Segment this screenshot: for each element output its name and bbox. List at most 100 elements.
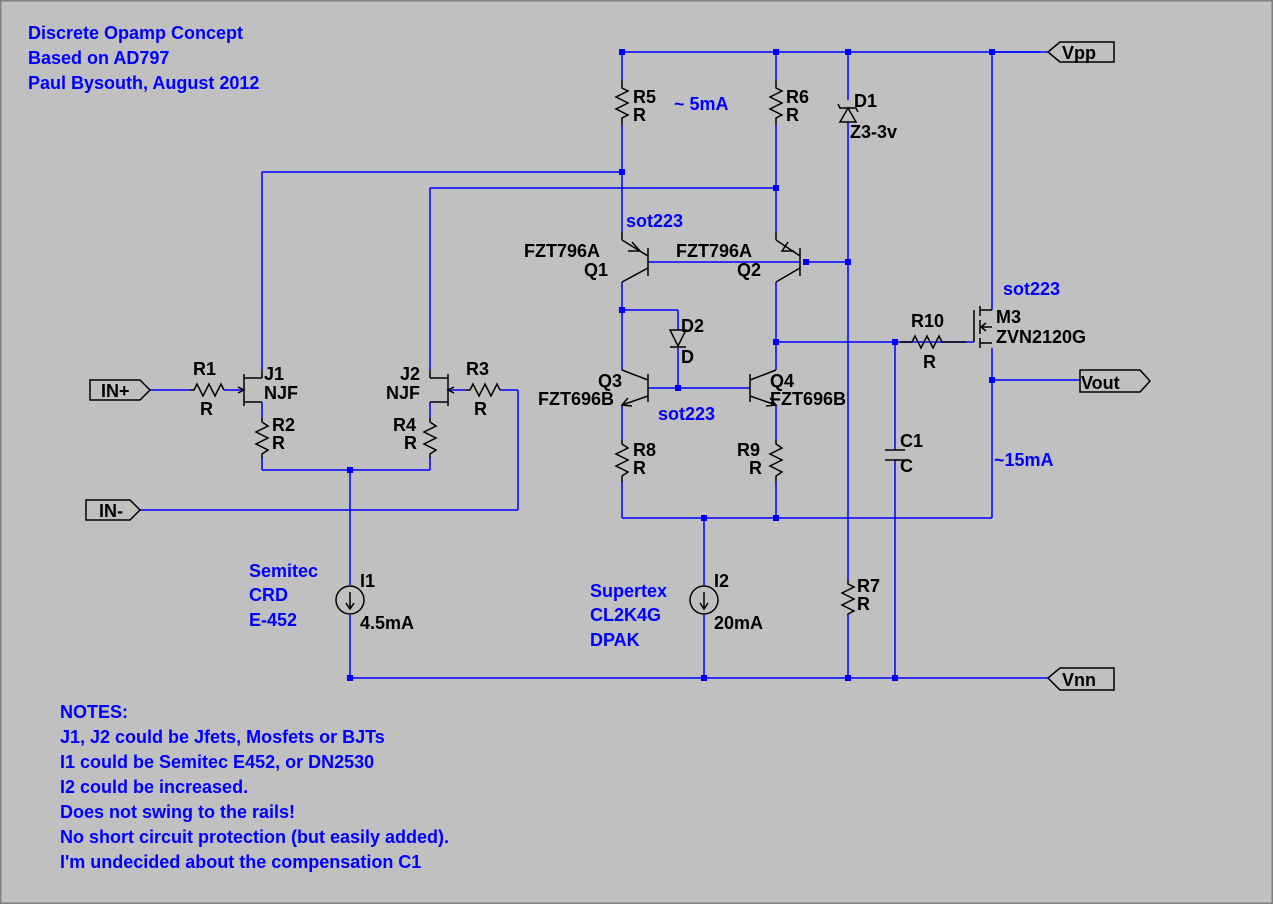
note-line: No short circuit protection (but easily …	[60, 827, 449, 847]
r6-name: R6	[786, 87, 809, 107]
i2-current-source-symbol	[689, 585, 719, 615]
junction-dots	[347, 49, 995, 681]
r10-resistor-symbol	[900, 334, 966, 350]
vpp-port: Vpp	[1046, 41, 1115, 63]
r2-name: R2	[272, 415, 295, 435]
d1-name: D1	[854, 91, 877, 111]
m3-name: M3	[996, 307, 1021, 327]
r4-name: R4	[393, 415, 416, 435]
r8-resistor-symbol	[614, 440, 630, 482]
note-line: I'm undecided about the compensation C1	[60, 852, 421, 872]
i1-note-line-1: Semitec	[249, 561, 318, 581]
q2-name: Q2	[737, 260, 761, 280]
d2-value: D	[681, 347, 694, 367]
vnn-label: Vnn	[1062, 670, 1096, 690]
r1-value: R	[200, 399, 213, 419]
q1-name: Q1	[584, 260, 608, 280]
q2-value: FZT796A	[676, 241, 752, 261]
j2-value: NJF	[386, 383, 420, 403]
r9-name: R9	[737, 440, 760, 460]
in-plus-label: IN+	[101, 381, 130, 401]
q4-transistor-symbol	[749, 369, 778, 407]
r3-name: R3	[466, 359, 489, 379]
i1-value: 4.5mA	[360, 613, 414, 633]
r4-resistor-symbol	[422, 418, 438, 458]
i1-name: I1	[360, 571, 375, 591]
r1-resistor-symbol	[190, 382, 225, 398]
i2-note-line-2: CL2K4G	[590, 605, 661, 625]
j1-value: NJF	[264, 383, 298, 403]
title-line-2: Based on AD797	[28, 48, 169, 68]
r7-value: R	[857, 594, 870, 614]
vnn-port: Vnn	[1046, 667, 1115, 691]
i1-note-line-3: E-452	[249, 610, 297, 630]
j2-name: J2	[400, 364, 420, 384]
r9-resistor-symbol	[768, 440, 784, 482]
d1-value: Z3-3v	[850, 122, 897, 142]
vout-port: Vout	[1079, 369, 1152, 393]
q1-transistor-symbol	[621, 232, 649, 283]
note-line: J1, J2 could be Jfets, Mosfets or BJTs	[60, 727, 385, 747]
q3-value: FZT696B	[538, 389, 614, 409]
component-symbols	[190, 80, 992, 615]
title-line-3: Paul Bysouth, August 2012	[28, 73, 259, 93]
in-minus-label: IN-	[99, 501, 123, 521]
r9-value: R	[749, 458, 762, 478]
r5-current-annotation: ~ 5mA	[674, 94, 729, 114]
d2-name: D2	[681, 316, 704, 336]
m3-mosfet-symbol	[973, 306, 992, 348]
wires	[140, 51, 1080, 679]
c1-value: C	[900, 456, 913, 476]
r2-value: R	[272, 433, 285, 453]
r6-resistor-symbol	[768, 80, 784, 125]
r5-value: R	[633, 105, 646, 125]
note-line: I2 could be increased.	[60, 777, 248, 797]
r1-name: R1	[193, 359, 216, 379]
notes-heading: NOTES:	[60, 702, 128, 722]
q3-name: Q3	[598, 371, 622, 391]
r3-resistor-symbol	[466, 382, 501, 398]
note-line: Does not swing to the rails!	[60, 802, 295, 822]
r5-name: R5	[633, 87, 656, 107]
j1-jfet-symbol	[237, 370, 263, 406]
d1-zener-symbol	[837, 103, 859, 123]
i1-note-line-2: CRD	[249, 585, 288, 605]
r6-value: R	[786, 105, 799, 125]
r7-resistor-symbol	[840, 580, 856, 615]
q4-value: FZT696B	[770, 389, 846, 409]
output-current-annotation: ~15mA	[994, 450, 1054, 470]
r10-name: R10	[911, 311, 944, 331]
d2-diode-symbol	[668, 329, 688, 348]
i2-name: I2	[714, 571, 729, 591]
q1-package-annotation: sot223	[626, 211, 683, 231]
m3-package-annotation: sot223	[1003, 279, 1060, 299]
q3-transistor-symbol	[620, 369, 649, 407]
q2-transistor-symbol	[775, 232, 801, 283]
in-plus-port: IN+	[89, 379, 152, 401]
r8-value: R	[633, 458, 646, 478]
r3-value: R	[474, 399, 487, 419]
r2-resistor-symbol	[254, 418, 270, 458]
r5-resistor-symbol	[614, 80, 630, 125]
i2-note-line-3: DPAK	[590, 630, 640, 650]
i2-note-line-1: Supertex	[590, 581, 667, 601]
vout-label: Vout	[1081, 373, 1120, 393]
q3-q4-package-annotation: sot223	[658, 404, 715, 424]
r10-value: R	[923, 352, 936, 372]
q1-value: FZT796A	[524, 241, 600, 261]
title-line-1: Discrete Opamp Concept	[28, 23, 243, 43]
q4-name: Q4	[770, 371, 794, 391]
i2-value: 20mA	[714, 613, 763, 633]
j1-name: J1	[264, 364, 284, 384]
r8-name: R8	[633, 440, 656, 460]
m3-value: ZVN2120G	[996, 327, 1086, 347]
c1-capacitor-symbol	[885, 449, 905, 461]
r7-name: R7	[857, 576, 880, 596]
vpp-label: Vpp	[1062, 43, 1096, 63]
c1-name: C1	[900, 431, 923, 451]
r4-value: R	[404, 433, 417, 453]
j2-jfet-symbol	[429, 370, 455, 406]
